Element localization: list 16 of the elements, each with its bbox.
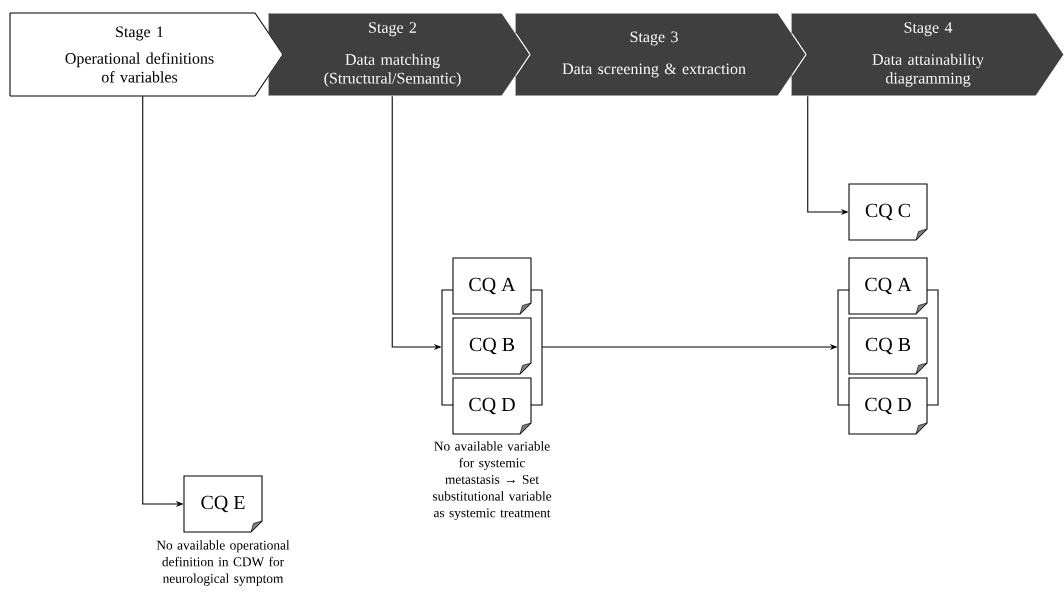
document-box: CQ C (848, 183, 928, 241)
document-box: CQ D (848, 377, 928, 435)
document-box: CQ A (848, 257, 928, 315)
node-label: Stage 4 (904, 22, 953, 37)
note-text: No available operational definition in CDW for neurological symptom (156, 540, 290, 586)
document-box: CQ D (452, 377, 532, 435)
stage-banner: Stage 4 Data attainability diagramming (791, 12, 1064, 97)
note-text: No available variable for systemic metastasis → Set substitutional variable as systemic treatment (432, 441, 552, 521)
node-label: Data attainability diagramming (872, 53, 984, 87)
node-label: Data screening & extraction (562, 63, 746, 78)
document-box: CQ B (848, 317, 928, 375)
document-box: CQ A (452, 257, 532, 315)
node-label: Stage 3 (630, 31, 678, 46)
document-box: CQ E (183, 475, 263, 533)
stage-banner: Stage 1 Operational definitions of variables (9, 12, 270, 97)
document-box: CQ B (452, 317, 532, 375)
